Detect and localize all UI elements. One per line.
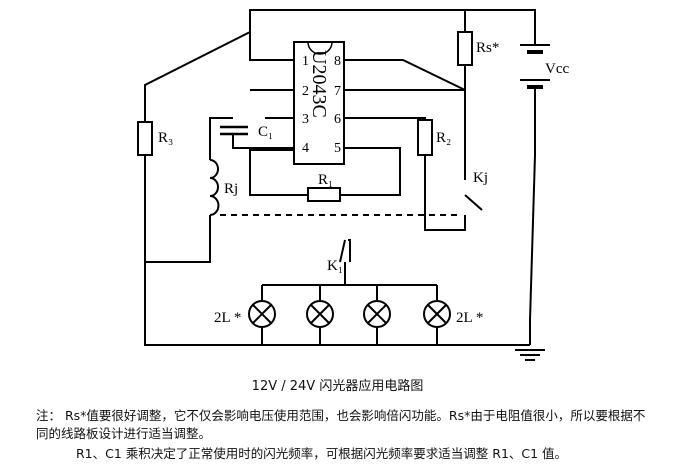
lamp <box>363 300 391 328</box>
pin-2: 2 <box>302 84 309 99</box>
pin-4: 4 <box>302 141 309 156</box>
switch-k1 <box>339 239 346 263</box>
pin-7: 7 <box>334 84 341 99</box>
pin-1: 1 <box>302 54 309 69</box>
note-line-2: R1、C1 乘积决定了正常使用时的闪光频率，可根据闪光频率要求适当调整 R1、C… <box>76 446 568 461</box>
pin-5: 5 <box>334 141 341 156</box>
resistor-r1 <box>307 187 341 202</box>
lamp <box>248 300 276 328</box>
label-vcc: Vcc <box>545 61 569 77</box>
capacitor-c1 <box>220 125 248 136</box>
diagram-caption: 12V / 24V 闪光器应用电路图 <box>251 379 424 394</box>
battery-vcc <box>520 44 550 89</box>
lamp <box>306 300 334 328</box>
label-rs: Rs* <box>476 40 499 56</box>
wires <box>144 9 545 361</box>
pin-3: 3 <box>302 112 309 127</box>
label-rj: Rj <box>224 181 238 197</box>
label-r1: R₁ <box>318 172 333 188</box>
relay-coil-rj <box>209 159 220 216</box>
label-k1: K₁ <box>327 258 343 274</box>
label-kj: Kj <box>473 170 488 186</box>
label-lamp-left: 2L * <box>214 310 241 326</box>
label-lamp-right: 2L * <box>456 310 483 326</box>
pin-6: 6 <box>334 112 341 127</box>
label-r3: R₃ <box>158 130 173 146</box>
label-c1: C₁ <box>258 124 273 140</box>
note-line-1: 注： Rs*值要很好调整，它不仅会影响电压使用范围，也会影响倍闪功能。Rs*由于… <box>36 408 646 441</box>
chip-name: U2043C <box>308 50 330 118</box>
ic-notch <box>307 41 333 55</box>
pin-8: 8 <box>334 54 341 69</box>
lamp <box>423 300 451 328</box>
resistor-r3 <box>137 121 153 156</box>
ic-pin-numbers: 1 2 3 4 8 7 6 5 <box>302 54 341 156</box>
label-r2: R₂ <box>436 130 451 146</box>
resistor-rs <box>457 31 473 66</box>
resistor-r2 <box>417 119 433 156</box>
ic-body <box>293 41 345 165</box>
circuit-diagram: U2043C 1 2 3 4 8 7 6 5 <box>137 9 569 361</box>
